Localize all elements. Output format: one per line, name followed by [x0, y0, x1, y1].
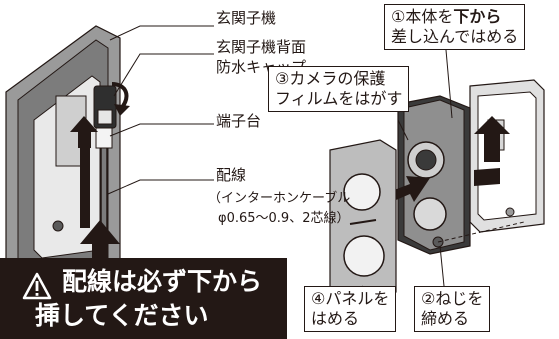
push-arrows: [394, 116, 510, 202]
step4-text-line2: はめる: [311, 309, 360, 328]
step2-text-line1: ②ねじを: [421, 289, 484, 308]
unit-body: [397, 95, 471, 255]
warning-banner: 配線は必ず下から 挿してください: [0, 258, 287, 339]
step4-text-line1: ④パネルを: [311, 289, 390, 308]
step3-callout: ③カメラの保護 フィルムをはがす: [268, 66, 410, 112]
warning-text-line2: 挿してください: [35, 301, 209, 330]
label-cable-spec-line2: φ0.65～0.9、2芯線）: [218, 211, 350, 226]
front-panel: [329, 139, 397, 303]
label-cable-spec-line1: （インターホンケーブル: [208, 191, 351, 206]
step2-callout: ②ねじを 締める: [414, 286, 491, 332]
insert-from-below-arrows: [70, 116, 120, 268]
label-wiring: 配線: [216, 166, 247, 184]
warning-text-line1: 配線は必ず下から: [62, 267, 263, 296]
waterproof-cap: [93, 82, 130, 129]
warning-triangle-icon: [22, 272, 52, 300]
step1-callout: ①本体を下から 差し込んではめる: [384, 4, 526, 50]
label-entrance-unit: 玄関子機: [216, 9, 277, 27]
mounting-plate: [469, 79, 545, 233]
label-terminal: 端子台: [216, 112, 262, 130]
step3-text-line1: ③カメラの保護: [275, 69, 386, 88]
step3-text-line2: フィルムをはがす: [275, 89, 403, 108]
step2-text-line2: 締める: [421, 309, 470, 328]
alignment-line: [437, 221, 525, 243]
step1-text: ①本体を: [391, 7, 454, 26]
step4-callout: ④パネルを はめる: [304, 286, 397, 332]
leader-lines-left: [107, 25, 214, 195]
step1-text-line2: 差し込んではめる: [391, 27, 519, 46]
step1-emphasis: 下から: [453, 7, 502, 26]
label-back-cap-line1: 玄関子機背面: [216, 38, 307, 56]
